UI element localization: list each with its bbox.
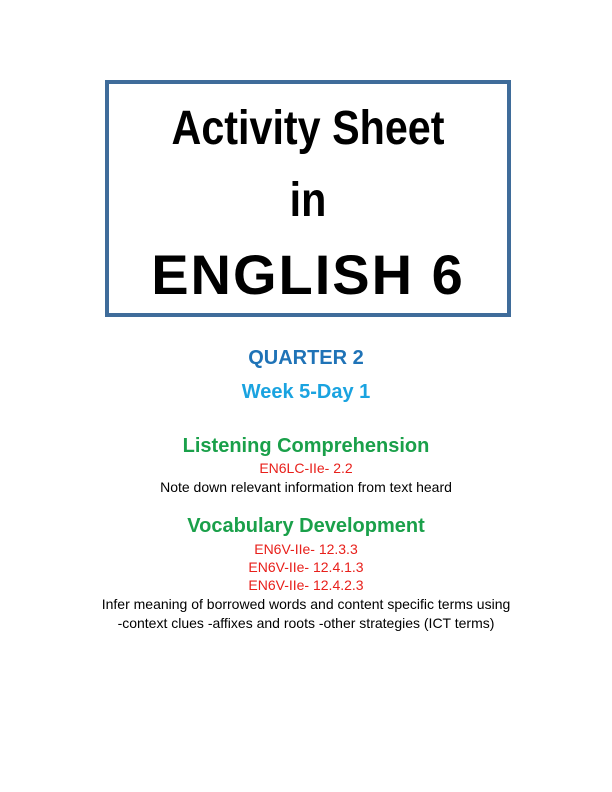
- vocabulary-description-line-2: -context clues -affixes and roots -other…: [117, 615, 495, 631]
- vocabulary-code: EN6V-IIe- 12.4.1.3: [248, 559, 364, 575]
- week-day-label: Week 5-Day 1: [241, 381, 371, 403]
- title-line-in: in: [289, 174, 327, 227]
- vocabulary-code: EN6V-IIe- 12.3.3: [254, 541, 358, 557]
- title-line-activity-sheet: Activity Sheet: [171, 102, 445, 155]
- vocabulary-code: EN6V-IIe- 12.4.2.3: [248, 577, 364, 593]
- title-line-subject: ENGLISH 6: [151, 243, 465, 306]
- quarter-label: QUARTER 2: [248, 347, 364, 369]
- listening-heading: Listening Comprehension: [182, 435, 430, 457]
- vocabulary-description-line-1: Infer meaning of borrowed words and cont…: [101, 596, 511, 612]
- title-box: Activity Sheet in ENGLISH 6: [105, 80, 511, 317]
- listening-description: Note down relevant information from text…: [160, 479, 452, 495]
- listening-code: EN6LC-IIe- 2.2: [259, 460, 353, 476]
- vocabulary-heading: Vocabulary Development: [187, 515, 425, 537]
